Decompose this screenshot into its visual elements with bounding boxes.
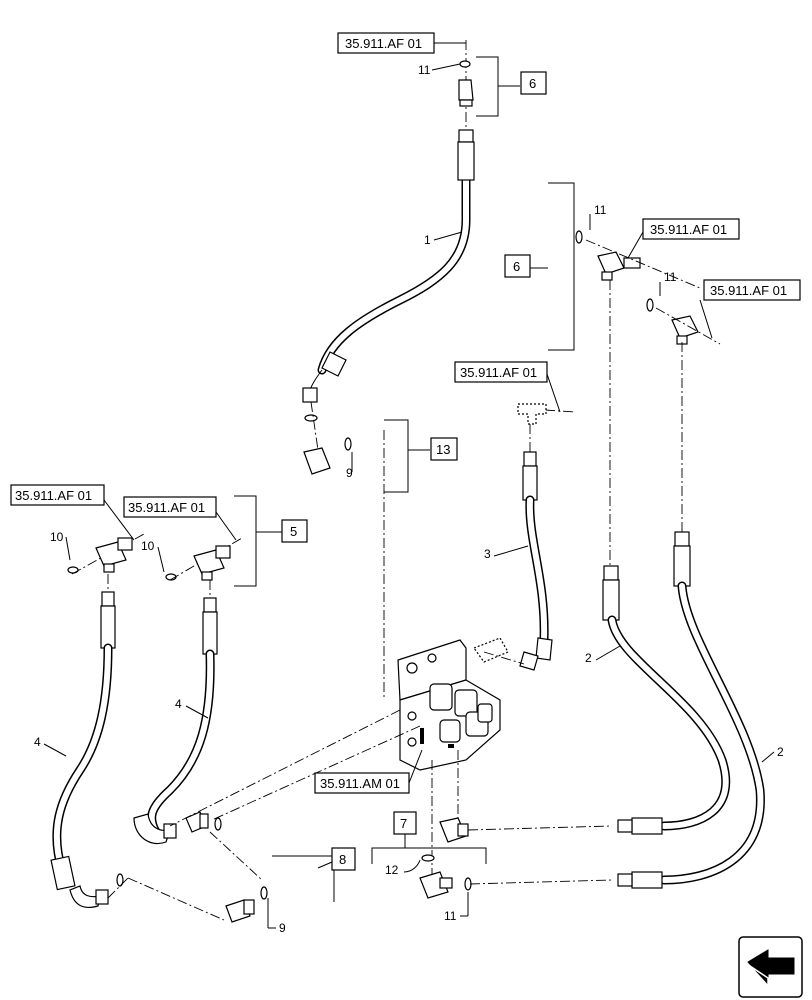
label-9b: 9 [279, 921, 286, 935]
box-8-label: 8 [339, 852, 346, 867]
ref-text-r6: 35.911.AF 01 [128, 500, 205, 515]
right-tee-group: 6 11 35.911.AF 01 11 35.911.AF 01 [504, 182, 801, 351]
arrow-nav-icon[interactable] [738, 936, 803, 998]
hoses-2: 2 2 [585, 280, 784, 889]
box-6-right[interactable] [504, 254, 531, 278]
label-2b: 2 [777, 745, 784, 759]
ref-text-r4: 35.911.AF 01 [460, 365, 537, 380]
label-10b: 10 [141, 539, 155, 553]
label-11a: 11 [418, 63, 431, 77]
ref-text-r7: 35.911.AM 01 [320, 776, 400, 791]
left-tee-group: 35.911.AF 01 35.911.AF 01 5 10 10 [10, 484, 308, 587]
label-11c: 11 [664, 270, 677, 284]
ref-text-r3: 35.911.AF 01 [710, 283, 787, 298]
label-9a: 9 [346, 466, 353, 480]
hose-4-long: 4 [34, 574, 225, 921]
box-5[interactable] [281, 519, 308, 543]
box-6-top[interactable] [520, 71, 547, 95]
box-13[interactable] [430, 437, 458, 461]
box-7-label: 7 [400, 816, 407, 831]
ref-text-r2: 35.911.AF 01 [650, 222, 727, 237]
tee-fitting-icon-c [517, 403, 547, 425]
ref-box-r4[interactable] [454, 361, 548, 383]
label-3: 3 [484, 547, 491, 561]
ref-text-r1: 35.911.AF 01 [345, 36, 422, 51]
ref-box-r5[interactable] [10, 484, 105, 506]
box-8[interactable] [331, 847, 356, 871]
label-12: 12 [385, 863, 399, 877]
ref-text-r5: 35.911.AF 01 [15, 488, 92, 503]
box-5-label: 5 [290, 524, 297, 539]
ref-box-r2[interactable] [642, 218, 740, 240]
top-fitting-group: 35.911.AF 01 11 6 [337, 32, 547, 130]
label-10a: 10 [50, 530, 64, 544]
label-11d: 11 [444, 909, 457, 923]
label-1: 1 [424, 233, 431, 247]
tee-fitting-icon-a [597, 251, 625, 275]
hose-1: 1 9 13 [302, 129, 475, 493]
tee-fitting-icon-b [671, 315, 699, 339]
valve-block: 35.911.AM 01 [169, 430, 525, 880]
label-4a: 4 [34, 735, 41, 749]
hose-4-short: 4 [133, 580, 218, 845]
ref-box-r3[interactable] [703, 279, 801, 301]
ref-box-r6[interactable] [123, 496, 217, 518]
label-2a: 2 [585, 651, 592, 665]
bottom-fittings: 7 12 11 [371, 811, 613, 923]
box-6-top-label: 6 [529, 76, 536, 91]
oring-icon [459, 60, 471, 68]
label-4b: 4 [175, 697, 182, 711]
elbow-fitting-icon [303, 447, 331, 475]
label-11b: 11 [594, 203, 607, 217]
hose-3: 35.911.AF 01 3 [454, 361, 576, 671]
adapter-fitting-icon [458, 79, 474, 101]
box-13-label: 13 [436, 442, 450, 457]
mid-fittings: 8 9 [185, 811, 356, 935]
box-6-right-label: 6 [513, 259, 520, 274]
